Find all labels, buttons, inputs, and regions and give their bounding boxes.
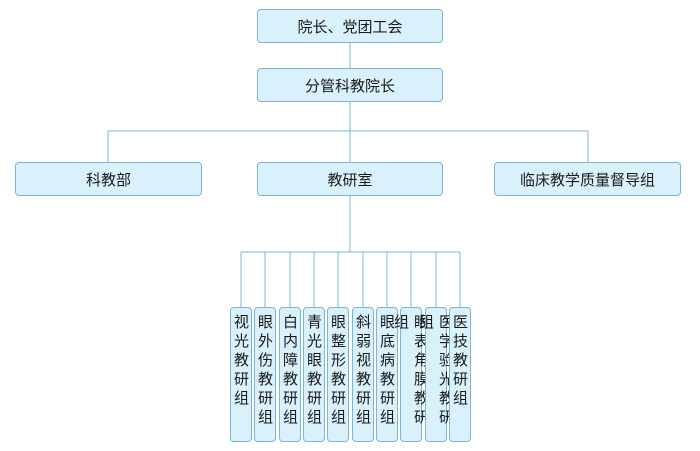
group-label: 医技教研组: [451, 314, 469, 409]
group-label: 眼整形教研组: [329, 314, 347, 428]
group-label: 青光眼教研组: [305, 314, 323, 428]
group-glaucoma: 青光眼教研组: [303, 307, 325, 442]
group-fundus-disease: 眼底病教研组: [376, 307, 398, 442]
node-vice-president-label: 分管科教院长: [304, 76, 395, 95]
group-strabismus-amblyopia: 斜弱视教研组: [352, 307, 374, 442]
group-medical-refraction: 医学验光教研组: [417, 307, 455, 442]
group-medical-technology: 医技教研组: [449, 307, 471, 442]
node-vice-president-education: 分管科教院长: [257, 68, 443, 102]
node-teaching-office: 教研室: [257, 162, 443, 196]
node-education-department-label: 科教部: [85, 170, 131, 189]
group-label: 斜弱视教研组: [354, 314, 372, 428]
group-label: 眼外伤教研组: [256, 314, 274, 428]
node-teaching-quality-label: 临床教学质量督导组: [519, 170, 655, 189]
group-cataract: 白内障教研组: [279, 307, 301, 442]
node-teaching-quality-supervision: 临床教学质量督导组: [494, 162, 681, 196]
node-president: 院长、党团工会: [257, 9, 443, 43]
node-teaching-office-label: 教研室: [327, 170, 373, 189]
group-oculoplastic: 眼整形教研组: [327, 307, 349, 442]
node-president-label: 院长、党团工会: [297, 17, 403, 36]
group-label: 视光教研组: [232, 314, 250, 409]
group-ocular-trauma: 眼外伤教研组: [254, 307, 276, 442]
group-label: 眼底病教研组: [378, 314, 396, 428]
group-optometry: 视光教研组: [230, 307, 252, 442]
group-label: 白内障教研组: [281, 314, 299, 428]
node-education-department: 科教部: [15, 162, 202, 196]
